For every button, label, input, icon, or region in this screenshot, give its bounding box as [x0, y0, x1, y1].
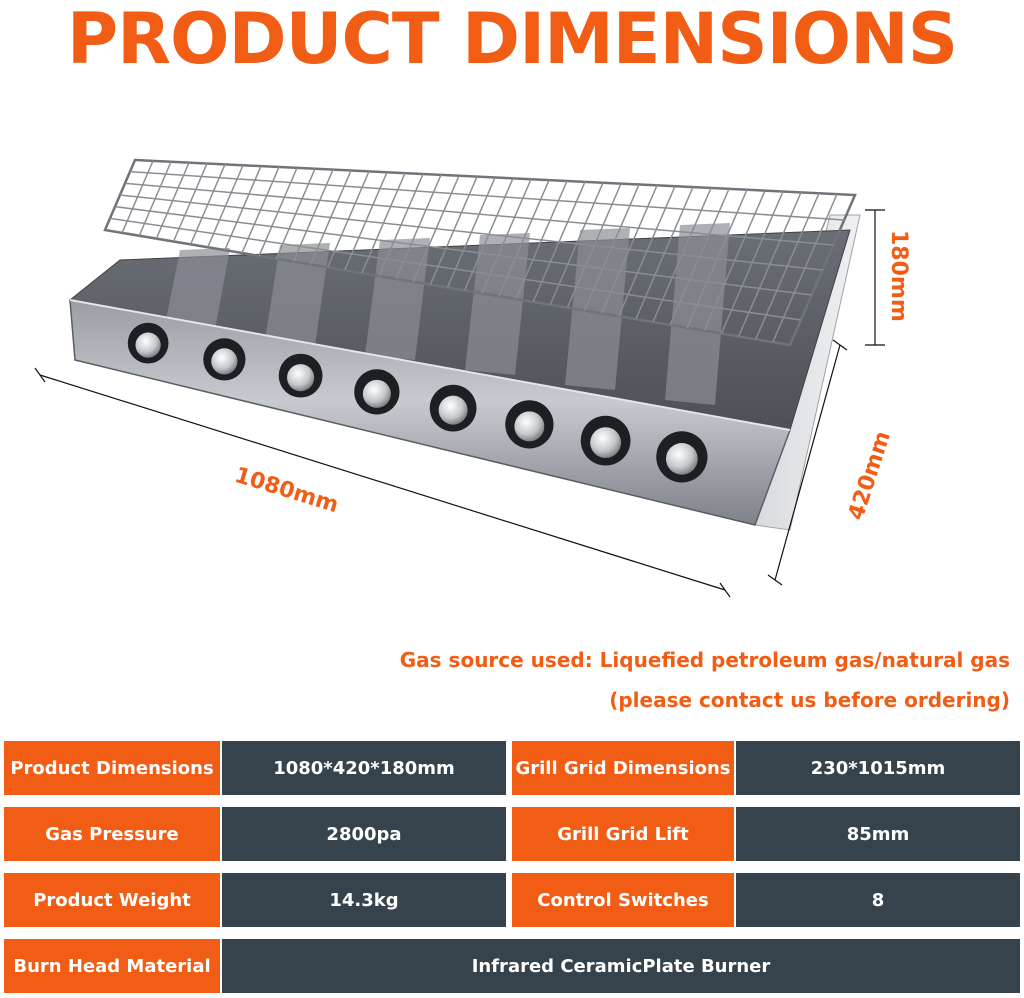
spec-label-product-dimensions: Product Dimensions [4, 741, 220, 795]
spec-label-product-weight: Product Weight [4, 873, 220, 927]
width-dimension-label: 1080mm [232, 463, 342, 518]
spec-value-control-switches: 8 [736, 873, 1020, 927]
knob-cap [135, 332, 161, 358]
knob-cap [438, 395, 468, 425]
grill-grid [103, 158, 857, 347]
spec-label-control-switches: Control Switches [512, 873, 734, 927]
contact-note: (please contact us before ordering) [609, 688, 1010, 712]
knob [354, 369, 400, 415]
grill-illustration: 1080mm 420mm 180mm [34, 158, 911, 598]
control-knobs [127, 322, 708, 483]
knob-cap [211, 348, 238, 375]
knob-cap [362, 379, 391, 408]
grid-cross-bar [124, 182, 834, 246]
grid-cross-bar [109, 217, 801, 321]
knob [580, 415, 631, 466]
spec-value-product-dimensions: 1080*420*180mm [222, 741, 506, 795]
spec-label-grill-grid-lift: Grill Grid Lift [512, 807, 734, 861]
knob [278, 353, 323, 398]
grid-cross-bar [119, 194, 823, 271]
spec-value-grill-grid-lift: 85mm [736, 807, 1020, 861]
knob [203, 338, 246, 381]
knob [429, 384, 477, 432]
spec-value-grill-grid-dimensions: 230*1015mm [736, 741, 1020, 795]
knob-cap [514, 411, 545, 442]
spec-label-grill-grid-dimensions: Grill Grid Dimensions [512, 741, 734, 795]
knob [656, 431, 708, 483]
grid-cross-bar [114, 205, 812, 296]
knob-cap [665, 442, 698, 475]
spec-value-burn-head-material: Infrared CeramicPlate Burner [222, 939, 1020, 993]
depth-dimension-label: 420mm [844, 428, 896, 523]
spec-label-gas-pressure: Gas Pressure [4, 807, 220, 861]
burner-slots [165, 223, 730, 405]
page-title: PRODUCT DIMENSIONS [66, 0, 958, 80]
spec-label-burn-head-material: Burn Head Material [4, 939, 220, 993]
spec-value-gas-pressure: 2800pa [222, 807, 506, 861]
grid-cross-bar [129, 170, 845, 221]
spec-value-product-weight: 14.3kg [222, 873, 506, 927]
knob [127, 322, 169, 364]
height-dimension-label: 180mm [886, 230, 911, 322]
knob [505, 400, 554, 449]
knob-cap [287, 364, 315, 392]
knob-cap [590, 427, 622, 459]
gas-source-note: Gas source used: Liquefied petroleum gas… [399, 648, 1010, 672]
